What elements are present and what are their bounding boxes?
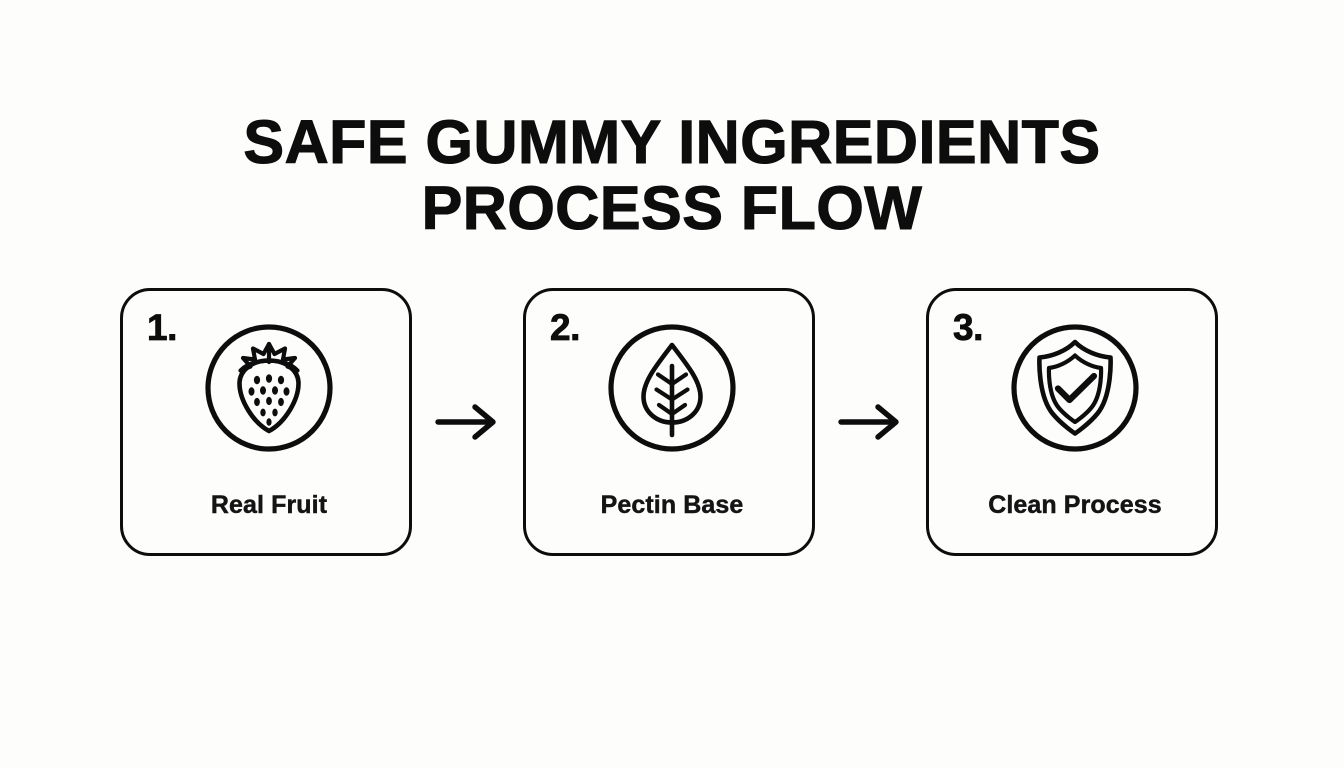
step-label-2: Pectin Base xyxy=(600,491,744,519)
page-title: SAFE GUMMY INGREDIENTS PROCESS FLOW xyxy=(0,108,1344,242)
page-title-line-1: SAFE GUMMY INGREDIENTS xyxy=(243,108,1101,176)
leaf-icon xyxy=(526,323,818,453)
process-step-card-1[interactable]: 1. xyxy=(120,288,412,556)
page-title-line-2: PROCESS FLOW xyxy=(421,174,923,242)
arrow-right-icon-1 xyxy=(413,392,523,452)
strawberry-icon xyxy=(123,323,415,453)
arrow-right-icon-2 xyxy=(816,392,926,452)
process-step-card-3[interactable]: 3. Clean Process xyxy=(926,288,1218,556)
step-label-3: Clean Process xyxy=(988,491,1162,519)
shield-check-icon xyxy=(929,323,1221,453)
step-number-3: 3. xyxy=(953,307,984,348)
process-flow-row: 1. xyxy=(120,288,1218,556)
step-number-1: 1. xyxy=(147,307,178,348)
process-step-card-2[interactable]: 2. Pectin Base xyxy=(523,288,815,556)
step-number-2: 2. xyxy=(550,307,581,348)
step-label-1: Real Fruit xyxy=(210,491,328,519)
